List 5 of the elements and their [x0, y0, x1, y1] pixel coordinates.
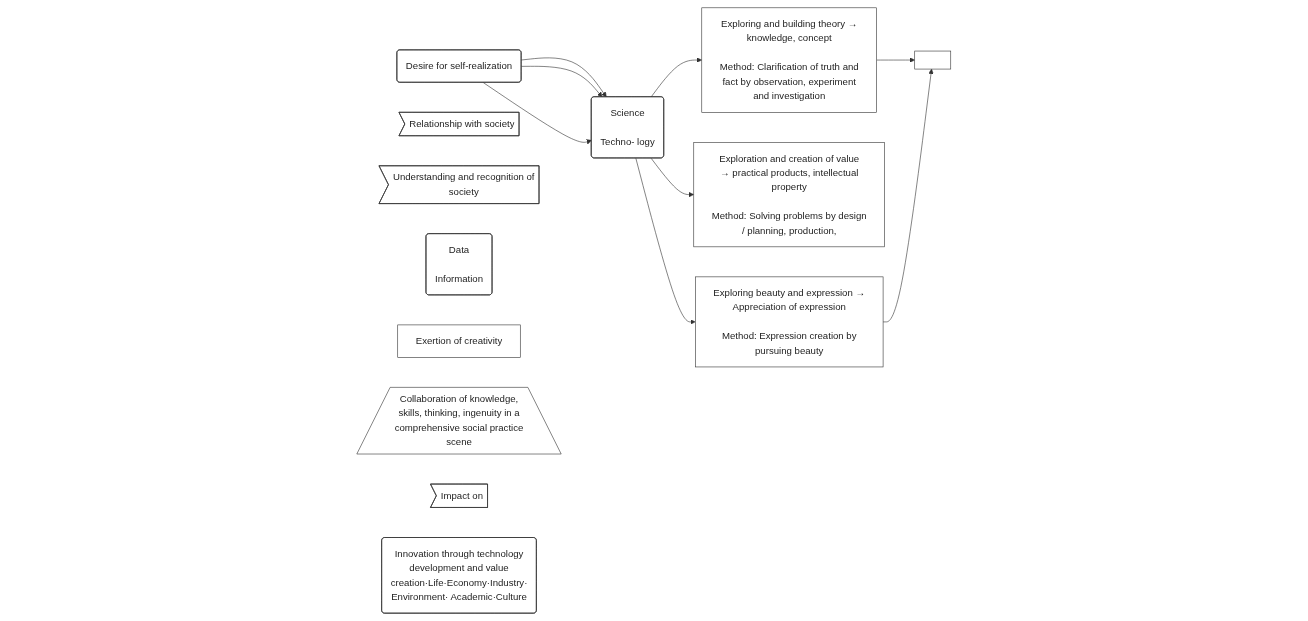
- node-box: Exploring and building theory → knowledge, concept Method: Clarification of truth and fact by observation, experiment and investigation: [701, 7, 878, 113]
- node-box: Exploration and creation of value → practical products, intellectual property Method: Solving problems by design / planning, production,: [693, 142, 886, 248]
- node-box: Exertion of creativity: [397, 324, 521, 358]
- node-box: [914, 50, 952, 70]
- node-box: Exploring beauty and expression → Appreciation of expression Method: Expression creation by pursuing beauty: [695, 276, 884, 368]
